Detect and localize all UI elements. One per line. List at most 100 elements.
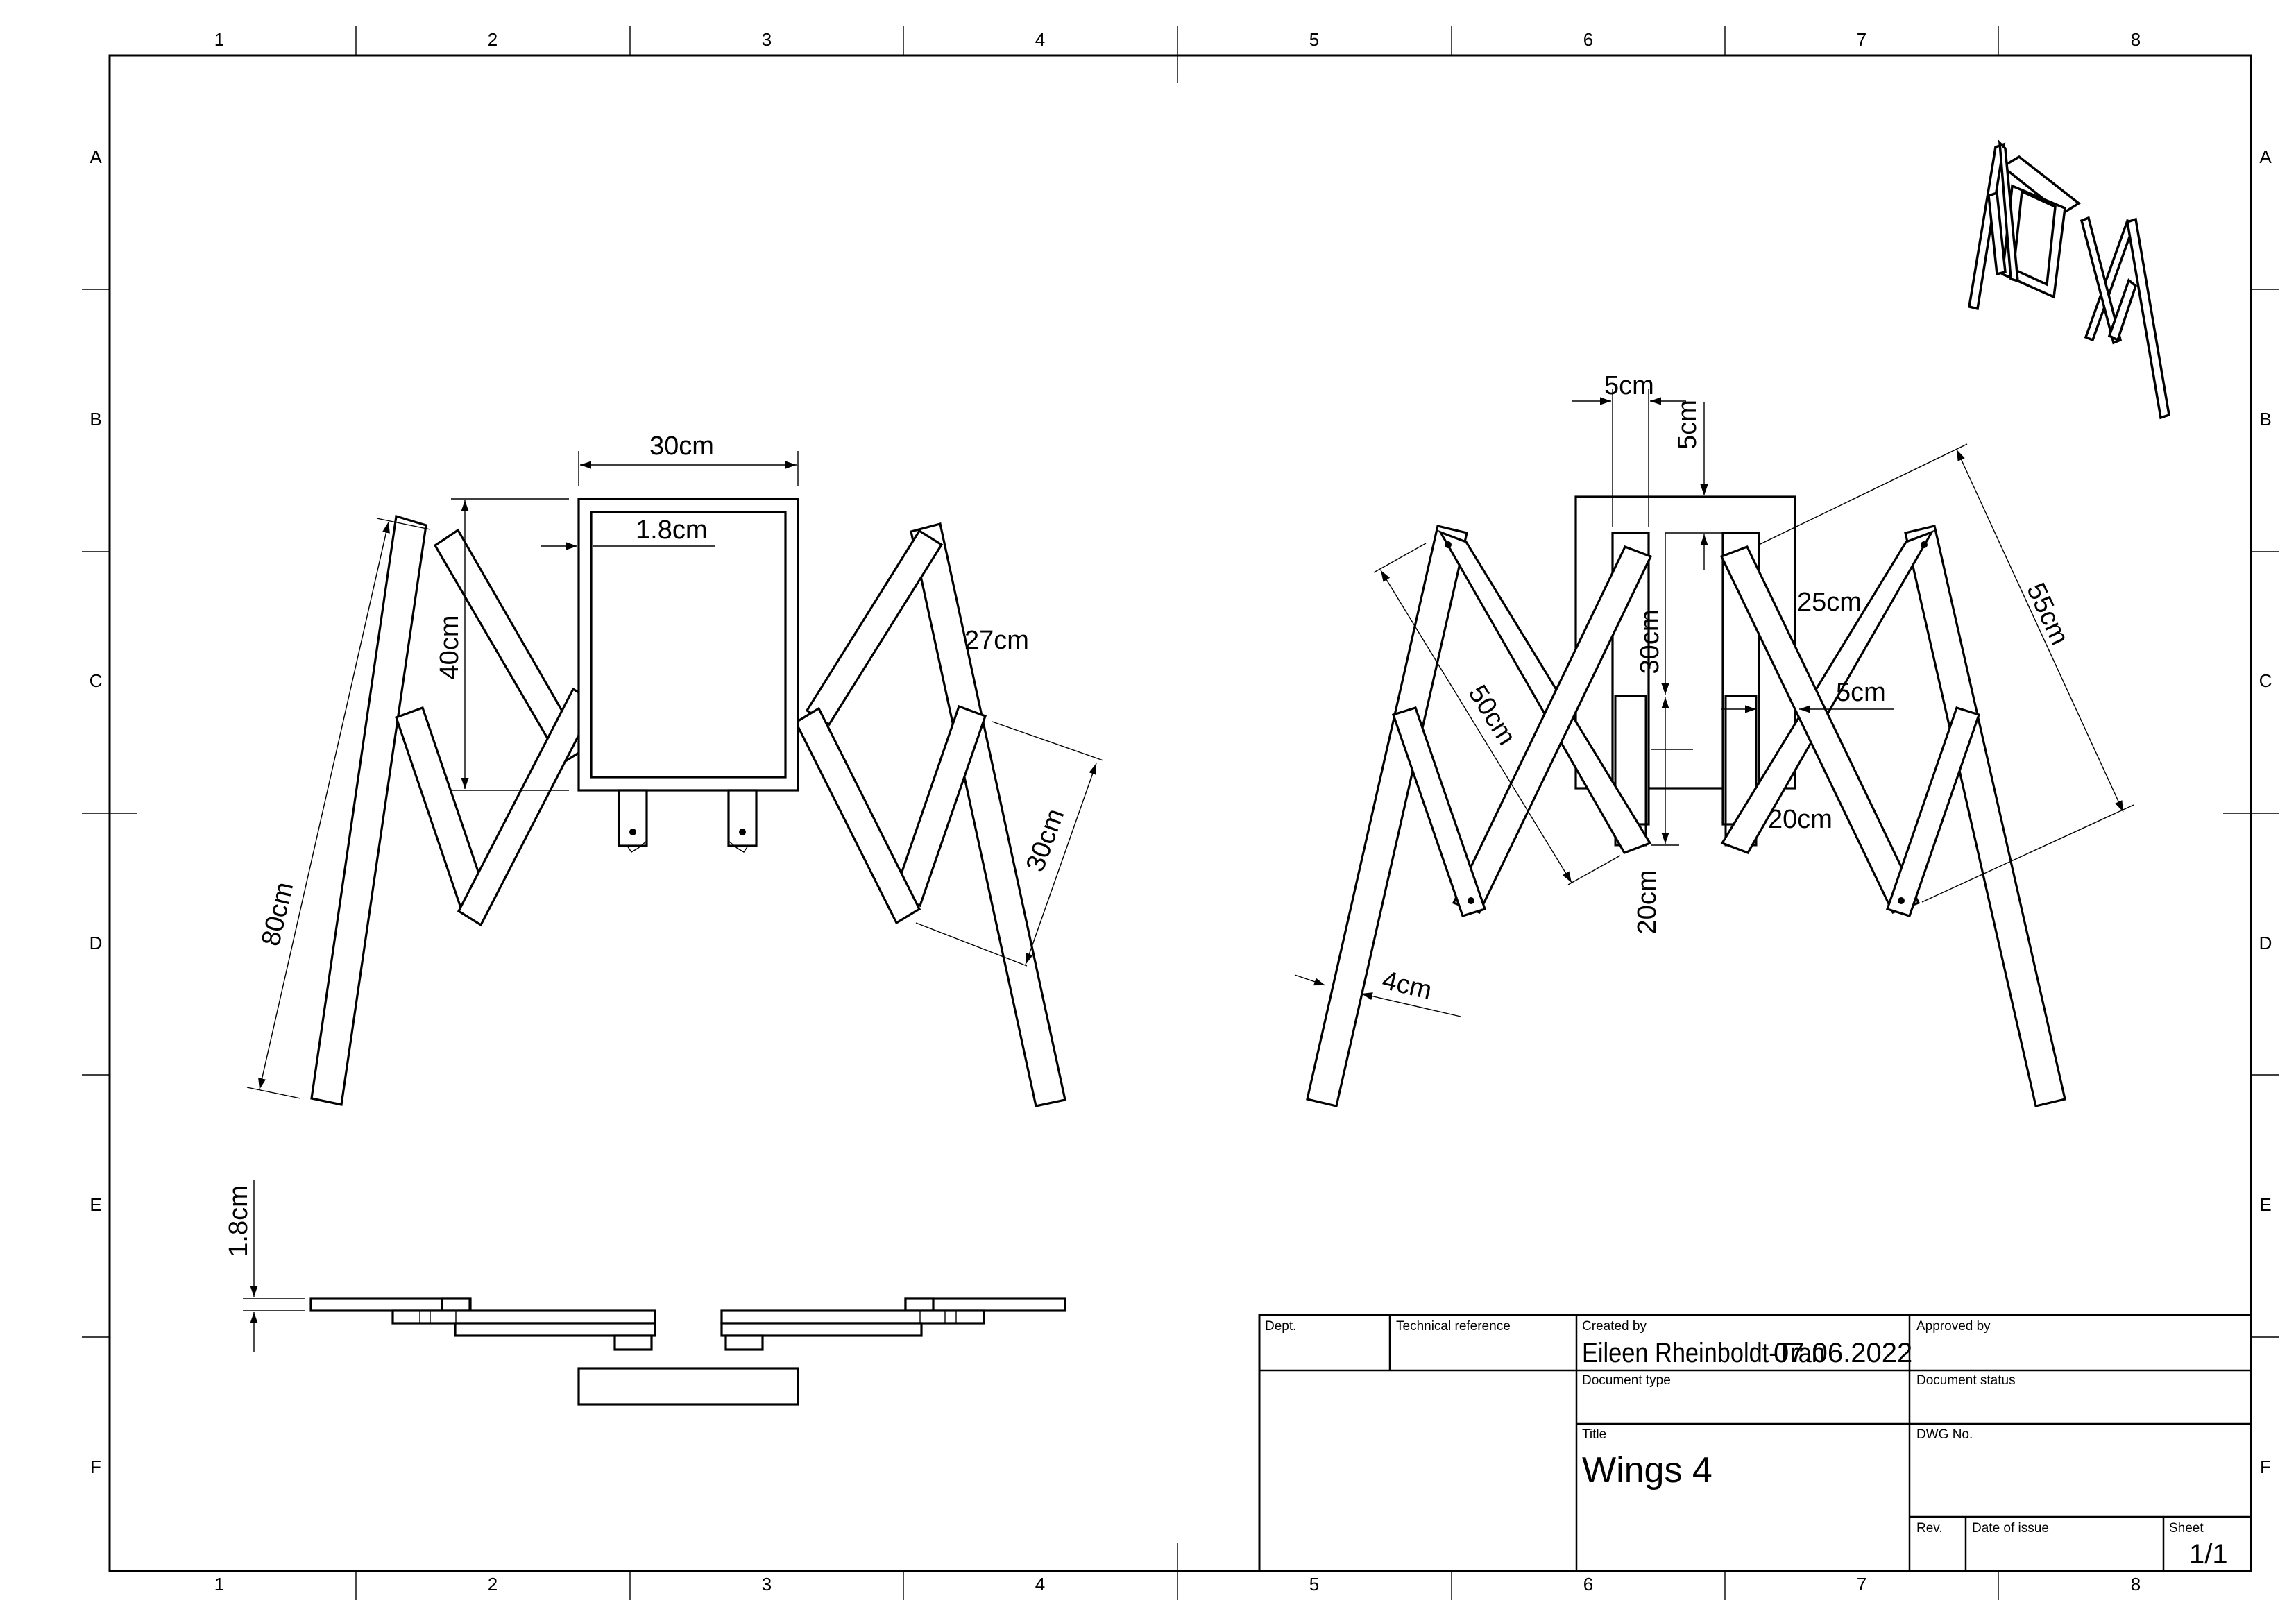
col-label-top-6: 6 xyxy=(1583,29,1593,50)
back-pin-2 xyxy=(1921,541,1928,548)
tb-sheet-value: 1/1 xyxy=(2189,1539,2228,1570)
front-dim-30cm-label: 30cm xyxy=(649,432,714,461)
tb-title-label: Title xyxy=(1582,1427,1606,1442)
top-right-wing-tip xyxy=(904,1297,935,1312)
back-dim-5cm-vertical: 5cm xyxy=(1665,400,1735,570)
front-right-short-wing xyxy=(892,704,987,908)
top-base-board xyxy=(577,1367,799,1406)
row-label-left-f: F xyxy=(90,1456,101,1477)
front-right-arm-up xyxy=(794,706,921,925)
col-label-bottom-2: 2 xyxy=(488,1574,498,1595)
tb-title-value: Wings 4 xyxy=(1582,1450,1712,1490)
col-label-bottom-1: 1 xyxy=(214,1574,224,1595)
col-label-top-2: 2 xyxy=(488,29,498,50)
front-view: 30cm 1.8cm 40cm 27cm 30cm 80cm xyxy=(246,432,1104,1107)
tb-sheet-label: Sheet xyxy=(2169,1521,2204,1536)
top-left-hinge xyxy=(613,1334,653,1351)
tb-approved-by-label: Approved by xyxy=(1916,1319,1991,1334)
top-dim-1.8cm-label: 1.8cm xyxy=(224,1185,253,1257)
back-dim-20cm-bottom: 20cm xyxy=(1633,697,1679,934)
back-pin-1 xyxy=(1445,541,1452,548)
col-label-top-8: 8 xyxy=(2131,29,2141,50)
back-right-arm-up xyxy=(1719,545,1921,915)
col-label-bottom-6: 6 xyxy=(1583,1574,1593,1595)
row-label-left-c: C xyxy=(90,670,103,691)
back-dim-30cm-label: 30cm xyxy=(1635,610,1665,674)
tb-dwg-no-label: DWG No. xyxy=(1916,1427,1973,1442)
front-dim-30cm-wing-label: 30cm xyxy=(1021,805,1070,876)
col-label-top-5: 5 xyxy=(1309,29,1319,50)
row-label-right-a: A xyxy=(2259,146,2272,167)
top-right-wing-inner xyxy=(720,1322,923,1337)
front-hinge-right xyxy=(727,789,758,847)
col-label-top-1: 1 xyxy=(214,29,224,50)
col-label-bottom-4: 4 xyxy=(1035,1574,1045,1595)
back-dim-5cm-gap-label: 5cm xyxy=(1836,678,1886,707)
back-dim-5cm-vertical-label: 5cm xyxy=(1673,400,1702,450)
front-frame-inner xyxy=(590,511,787,779)
back-view: 5cm 5cm 30cm 25cm 5cm 20cm 20cm xyxy=(1294,371,2134,1107)
top-view: 1.8cm xyxy=(224,1180,1066,1406)
title-block: Dept. Technical reference Created by Eil… xyxy=(1258,1314,2252,1572)
row-label-left-e: E xyxy=(90,1194,101,1215)
front-hinge-left-pin xyxy=(629,829,636,835)
front-dim-80cm-label: 80cm xyxy=(256,879,299,949)
row-label-left-d: D xyxy=(90,933,103,953)
top-left-wing-mid xyxy=(391,1309,656,1325)
back-pin-4 xyxy=(1898,897,1905,904)
tb-created-by-label: Created by xyxy=(1582,1319,1647,1334)
row-label-right-d: D xyxy=(2259,933,2272,953)
top-dim-1.8cm: 1.8cm xyxy=(224,1180,305,1352)
back-dim-20cm-bottom-label: 20cm xyxy=(1633,870,1662,935)
front-left-long-leg xyxy=(310,514,427,1106)
back-right-arm-down xyxy=(1720,529,1934,854)
tb-created-date: 07.06.2022 xyxy=(1774,1338,1912,1368)
row-label-right-c: C xyxy=(2259,670,2272,691)
tb-created-by-value: Eileen Rheinboldt-Tran xyxy=(1582,1338,1825,1368)
tb-date-issue-label: Date of issue xyxy=(1972,1521,2049,1536)
back-dim-20cm-right-label: 20cm xyxy=(1768,805,1832,834)
front-hinge-left xyxy=(618,789,648,847)
row-label-right-e: E xyxy=(2259,1194,2271,1215)
grid-ticks xyxy=(82,26,2279,1600)
col-label-bottom-8: 8 xyxy=(2131,1574,2141,1595)
grid-labels: 1 2 3 4 5 6 7 8 1 2 3 4 5 6 7 8 A B C D … xyxy=(90,29,2272,1595)
col-label-bottom-5: 5 xyxy=(1309,1574,1319,1595)
row-label-right-f: F xyxy=(2260,1456,2271,1477)
back-left-short-wing xyxy=(1391,706,1487,917)
back-dim-55cm-label: 55cm xyxy=(2021,579,2074,649)
front-hinge-left-foot xyxy=(627,840,647,853)
back-dim-50cm-label: 50cm xyxy=(1463,680,1522,750)
row-label-left-b: B xyxy=(90,409,101,430)
back-dim-5cm-gap: 5cm xyxy=(1721,678,1894,713)
back-pin-3 xyxy=(1468,897,1474,904)
back-dim-5cm-top-label: 5cm xyxy=(1604,371,1654,400)
front-hinge-right-pin xyxy=(739,829,746,835)
front-dim-1.8cm-label: 1.8cm xyxy=(636,516,707,545)
back-dim-5cm-top: 5cm xyxy=(1572,371,1686,527)
back-dim-4cm: 4cm xyxy=(1294,966,1461,1017)
front-dim-1.8cm: 1.8cm xyxy=(541,516,715,550)
front-right-arm-down xyxy=(805,529,944,726)
back-right-long-leg xyxy=(1904,525,2066,1107)
col-label-top-7: 7 xyxy=(1857,29,1866,50)
tb-tech-ref-label: Technical reference xyxy=(1396,1319,1511,1334)
tb-doc-type-label: Document type xyxy=(1582,1373,1671,1388)
col-label-bottom-3: 3 xyxy=(762,1574,772,1595)
top-right-hinge xyxy=(724,1334,764,1351)
back-dim-30cm: 30cm xyxy=(1635,533,1693,750)
top-left-wing-inner xyxy=(454,1322,656,1337)
tb-rev-label: Rev. xyxy=(1916,1521,1943,1536)
front-left-arm-up xyxy=(457,687,597,927)
front-frame-outer xyxy=(577,498,799,792)
front-dim-30cm: 30cm xyxy=(578,432,799,486)
col-label-top-4: 4 xyxy=(1035,29,1045,50)
back-dim-25cm-label: 25cm xyxy=(1797,588,1862,617)
front-dim-40cm: 40cm xyxy=(435,498,569,791)
top-left-wing-tip xyxy=(441,1297,471,1312)
tb-dept-label: Dept. xyxy=(1265,1319,1296,1334)
row-label-left-a: A xyxy=(90,146,102,167)
back-right-short-wing xyxy=(1885,706,1981,917)
row-label-right-b: B xyxy=(2259,409,2271,430)
